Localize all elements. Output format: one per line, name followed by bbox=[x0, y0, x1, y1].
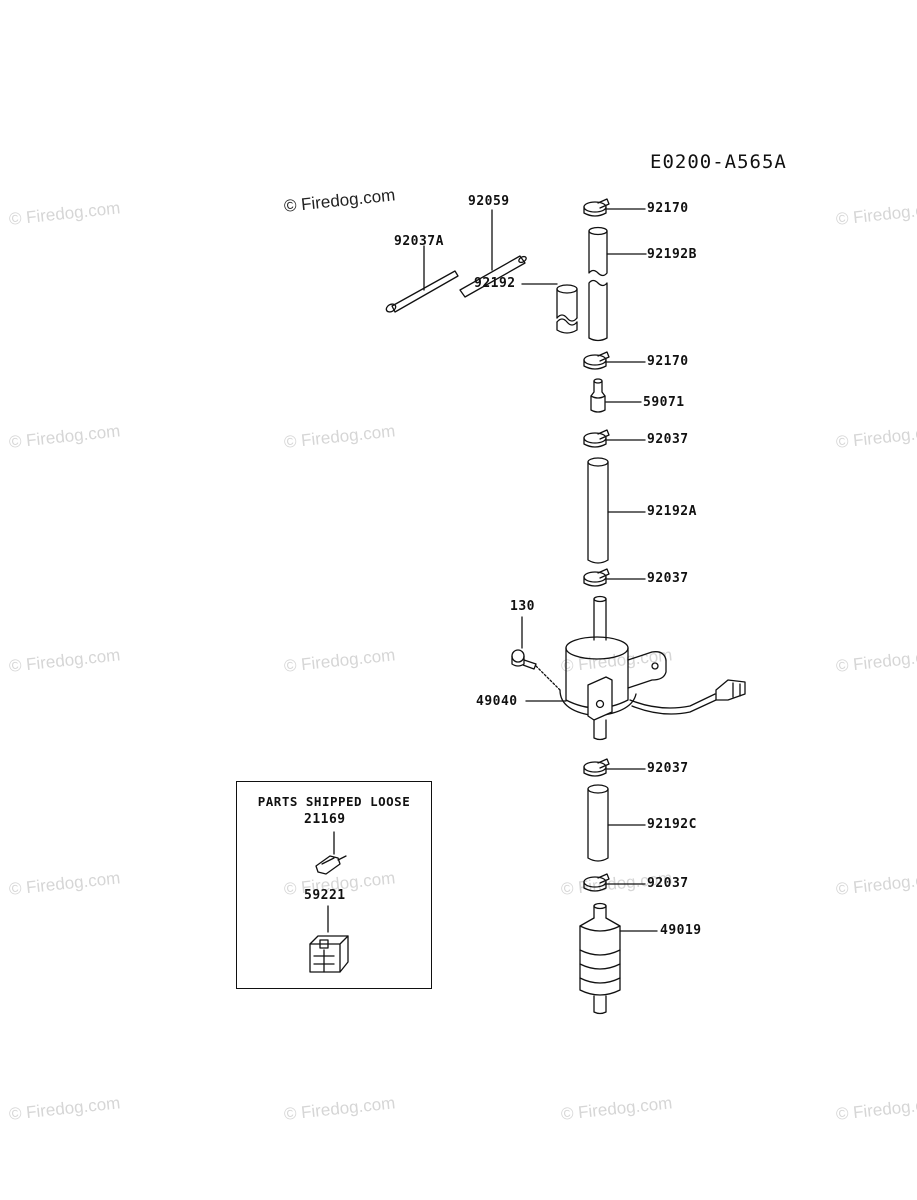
part-label-92037-a: 92037 bbox=[647, 432, 689, 447]
part-label-92170-second: 92170 bbox=[647, 354, 689, 369]
fitting-59071 bbox=[590, 378, 606, 413]
part-label-92037-c: 92037 bbox=[647, 761, 689, 776]
part-label-92059: 92059 bbox=[468, 194, 510, 209]
part-label-59071: 59071 bbox=[643, 395, 685, 410]
clamp-92170-top bbox=[583, 198, 610, 217]
clamp-92037-d bbox=[583, 873, 610, 892]
terminal-21169 bbox=[315, 855, 347, 875]
part-label-92192c: 92192C bbox=[647, 817, 697, 832]
connector-59221 bbox=[309, 935, 349, 973]
part-label-92170-top: 92170 bbox=[647, 201, 689, 216]
part-label-49019: 49019 bbox=[660, 923, 702, 938]
part-label-92037-b: 92037 bbox=[647, 571, 689, 586]
clamp-92037-c bbox=[583, 758, 610, 777]
part-label-21169: 21169 bbox=[304, 812, 346, 827]
part-label-92037a: 92037A bbox=[394, 234, 444, 249]
part-label-92192a: 92192A bbox=[647, 504, 697, 519]
tube-92192b bbox=[588, 226, 608, 342]
part-label-92192b: 92192B bbox=[647, 247, 697, 262]
tube-92192c bbox=[587, 784, 609, 862]
rod-92059 bbox=[459, 255, 527, 298]
rod-92037a bbox=[385, 270, 459, 313]
sleeve-92192 bbox=[556, 284, 578, 334]
part-label-92037-d: 92037 bbox=[647, 876, 689, 891]
clamp-92170-second bbox=[583, 351, 610, 370]
loose-parts-title: PARTS SHIPPED LOOSE bbox=[257, 794, 411, 809]
clamp-92037-a bbox=[583, 429, 610, 448]
parts-shipped-loose-box: PARTS SHIPPED LOOSE bbox=[236, 781, 432, 989]
diagram-code: E0200-A565A bbox=[650, 151, 787, 173]
tube-92192a bbox=[587, 457, 609, 564]
bolt-130 bbox=[511, 649, 561, 691]
fuel-filter-49019 bbox=[579, 902, 621, 1015]
part-label-59221: 59221 bbox=[304, 888, 346, 903]
part-label-92192: 92192 bbox=[474, 276, 516, 291]
clamp-92037-b bbox=[583, 568, 610, 587]
part-label-49040: 49040 bbox=[476, 694, 518, 709]
part-label-130: 130 bbox=[510, 599, 535, 614]
fuel-pump-49040 bbox=[559, 595, 746, 741]
